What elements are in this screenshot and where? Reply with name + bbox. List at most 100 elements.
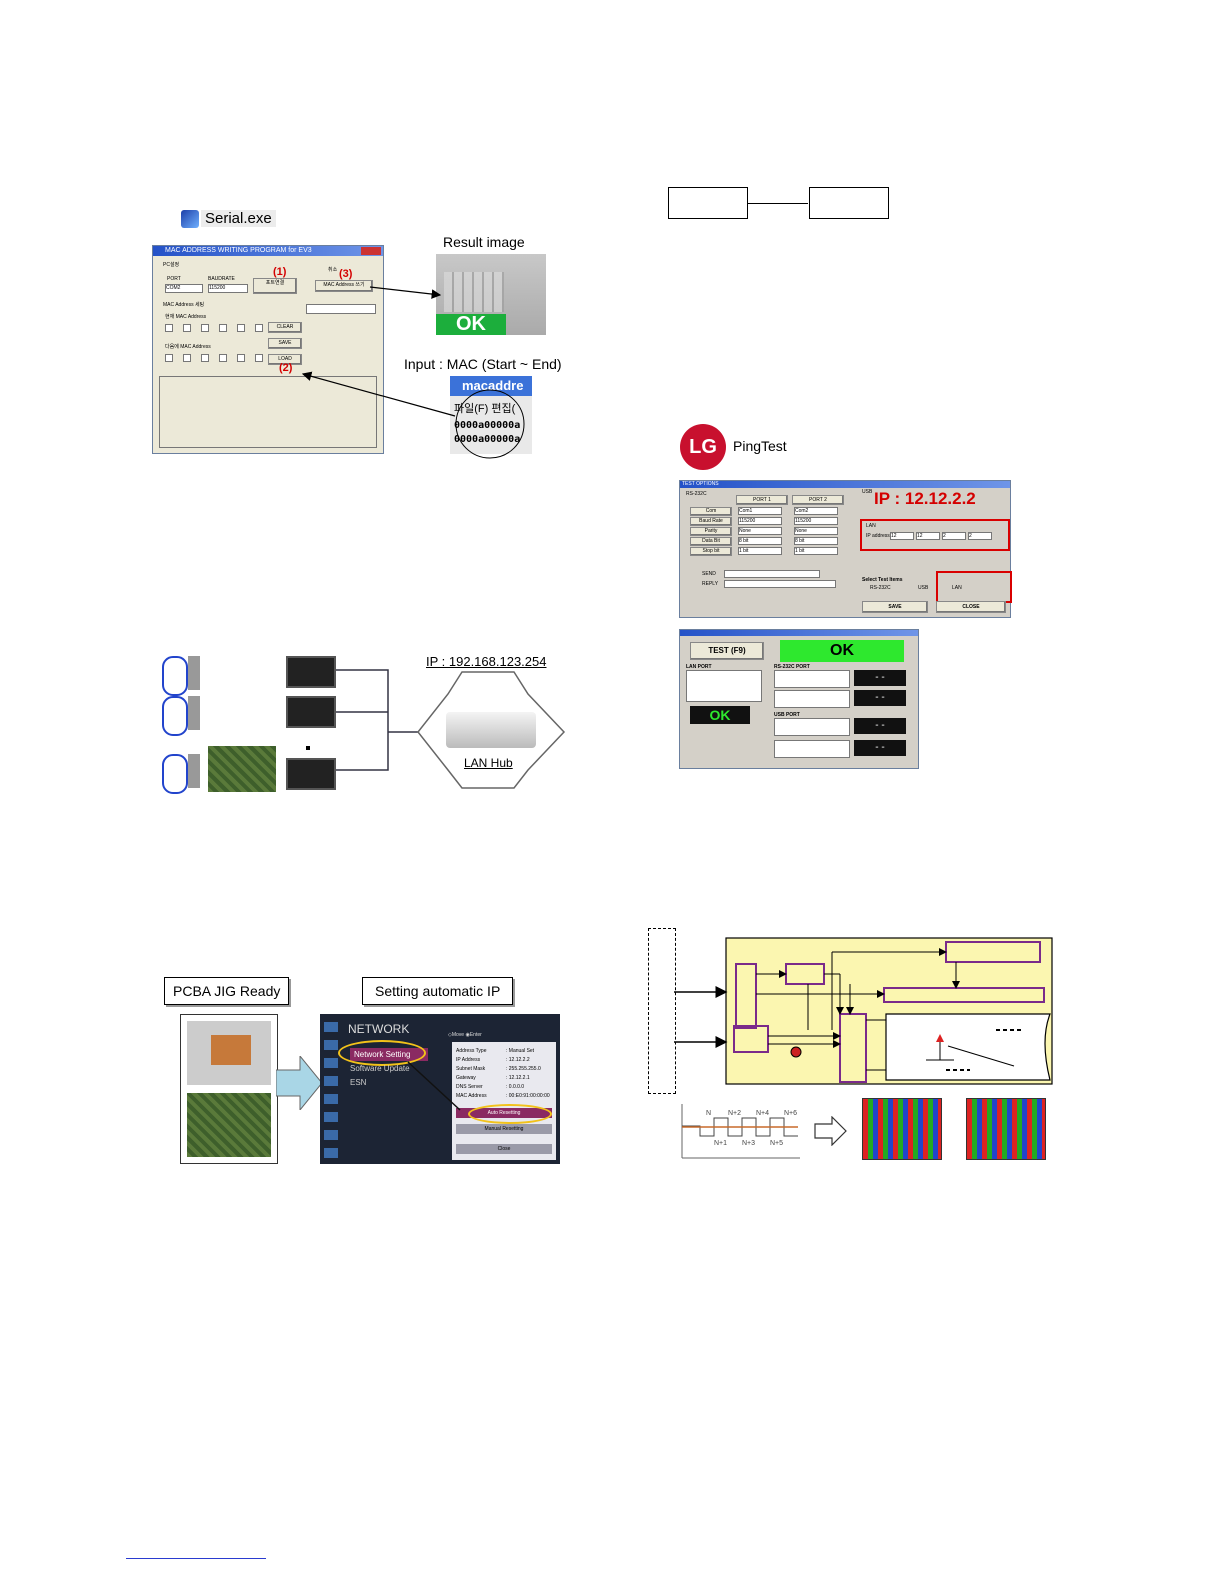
log-area[interactable] [159, 376, 377, 448]
info-label-3: Gateway [456, 1075, 476, 1081]
auto-resetting-highlight [468, 1104, 552, 1124]
rack-3 [188, 754, 200, 788]
port2-header: PORT 2 [792, 495, 844, 505]
menu-hint: ◇Move ◉Enter [448, 1032, 482, 1038]
connect-port-button[interactable]: 포트연결 [253, 278, 297, 294]
lan-label: LAN [866, 523, 876, 529]
tv-1 [286, 656, 336, 688]
select-test-items-label: Select Test Items [862, 577, 903, 583]
item-lan[interactable]: LAN [952, 585, 962, 591]
rs232c-field-1 [774, 670, 850, 688]
hollow-arrow [814, 1116, 847, 1146]
info-value-5: : 00:E0:91:00:00:00 [506, 1093, 550, 1099]
lan-item-highlight [936, 571, 1012, 603]
pingtest-title: PingTest [733, 438, 787, 454]
port-select[interactable]: COM2 [165, 284, 203, 293]
p1-baud[interactable]: 115200 [738, 517, 782, 525]
auto-ip-label: Setting automatic IP [362, 977, 514, 1005]
lg-logo: LG [680, 424, 726, 470]
tv-2 [286, 696, 336, 728]
wave-bottom-label-2: N+5 [770, 1140, 784, 1147]
pcb-board [208, 746, 276, 792]
jig-photo-top [187, 1021, 271, 1085]
jig-photo-frame [180, 1014, 278, 1164]
input-line1: 0000a00000a [454, 420, 521, 431]
input-line2: 0000a00000a [454, 434, 521, 445]
p2-baud[interactable]: 115200 [794, 517, 838, 525]
ip-octet-3[interactable]: 2 [942, 532, 966, 540]
jig-photo-bottom [187, 1093, 271, 1157]
manual-resetting-button[interactable]: Manual Resetting [456, 1124, 552, 1134]
wave-bottom-label-1: N+3 [742, 1140, 756, 1147]
worker-icon-2 [162, 696, 188, 736]
wave-bottom-label-0: N+1 [714, 1140, 728, 1147]
result-image-label: Result image [443, 234, 525, 250]
p1-com[interactable]: Com1 [738, 507, 782, 515]
p1-stopbit[interactable]: 1 bit [738, 547, 782, 555]
step2-marker: (2) [279, 362, 293, 374]
p2-parity[interactable]: None [794, 527, 838, 535]
next-mac-boxes[interactable] [165, 354, 263, 362]
mac-write-button[interactable]: MAC Address 쓰기 [315, 280, 373, 292]
serial-app-icon [181, 210, 199, 228]
result-image: OK [436, 254, 546, 335]
ip-octet-2[interactable]: 12 [916, 532, 940, 540]
reply-field[interactable] [724, 580, 836, 588]
send-field[interactable] [724, 570, 820, 578]
jig-arrow [276, 1056, 322, 1110]
p2-com[interactable]: Com2 [794, 507, 838, 515]
window-controls[interactable] [361, 247, 381, 255]
wave-top-label-1: N+2 [728, 1110, 742, 1117]
menu-item-software-update[interactable]: Software Update [350, 1064, 410, 1073]
wave-top-label-2: N+4 [756, 1110, 770, 1117]
save-button[interactable]: SAVE [268, 338, 302, 349]
current-mac-boxes[interactable] [165, 324, 263, 332]
rs232c-group-label: RS-232C [686, 491, 707, 497]
wave-top-label-0: N [706, 1110, 712, 1117]
connection-window: TEST (F9) OK LAN PORT OK RS-232C PORT - … [679, 629, 919, 769]
menu-close-button[interactable]: Close [456, 1144, 552, 1154]
baud-label: BAUDRATE [208, 276, 235, 282]
footer-rule [126, 1558, 266, 1559]
baud-select[interactable]: 115200 [208, 284, 248, 293]
item-rs232c[interactable]: RS-232C [870, 585, 891, 591]
tv-menu-screen: NETWORK ◇Move ◉Enter Network Setting Sof… [320, 1014, 560, 1164]
connection-titlebar [680, 630, 918, 636]
reply-label: REPLY [702, 581, 719, 587]
load-button[interactable]: LOAD [268, 354, 302, 365]
options-save-button[interactable]: SAVE [862, 601, 928, 613]
rack-1 [188, 656, 200, 690]
menu-item-esn[interactable]: ESN [350, 1078, 367, 1087]
ip-octet-4[interactable]: 2 [968, 532, 992, 540]
pixel-pattern-1 [862, 1098, 942, 1160]
serial-app-name: Serial.exe [201, 210, 276, 227]
usb-field-1 [774, 718, 850, 736]
mac-writer-titlebar: MAC ADDRESS WRITING PROGRAM for EV3 [153, 246, 383, 256]
flow-box-right [809, 187, 889, 219]
menu-pointer-line [407, 1061, 461, 1111]
test-f9-button[interactable]: TEST (F9) [690, 642, 764, 660]
port1-header: PORT 1 [736, 495, 788, 505]
options-close-button[interactable]: CLOSE [936, 601, 1006, 613]
p2-databit[interactable]: 8 bit [794, 537, 838, 545]
ip-octet-1[interactable]: 12 [890, 532, 914, 540]
item-usb[interactable]: USB [918, 585, 929, 591]
info-label-2: Subnet Mask [456, 1066, 486, 1072]
rack-2 [188, 696, 200, 730]
mac-writer-window: MAC ADDRESS WRITING PROGRAM for EV3 PC설정… [152, 245, 384, 454]
network-diagram: LAN Hub IP : 192.168.123.254 [150, 650, 580, 800]
port-label: PORT [167, 276, 181, 282]
current-mac-label: 현재 MAC Address [165, 314, 207, 320]
lan-hub-label: LAN Hub [464, 756, 513, 770]
info-value-4: : 0.0.0.0 [506, 1084, 525, 1090]
clear-button[interactable]: CLEAR [268, 322, 302, 333]
p2-stopbit[interactable]: 1 bit [794, 547, 838, 555]
info-value-2: : 255.255.255.0 [506, 1066, 541, 1072]
worker-icon-1 [162, 656, 188, 696]
p1-parity[interactable]: None [738, 527, 782, 535]
info-value-3: : 12.12.2.1 [506, 1075, 530, 1081]
rs232c-status-2: - - [854, 690, 906, 706]
p1-databit[interactable]: 8 bit [738, 537, 782, 545]
input-file-menu: 파일(F) 편집( [454, 403, 516, 415]
network-setting-highlight [338, 1040, 426, 1066]
